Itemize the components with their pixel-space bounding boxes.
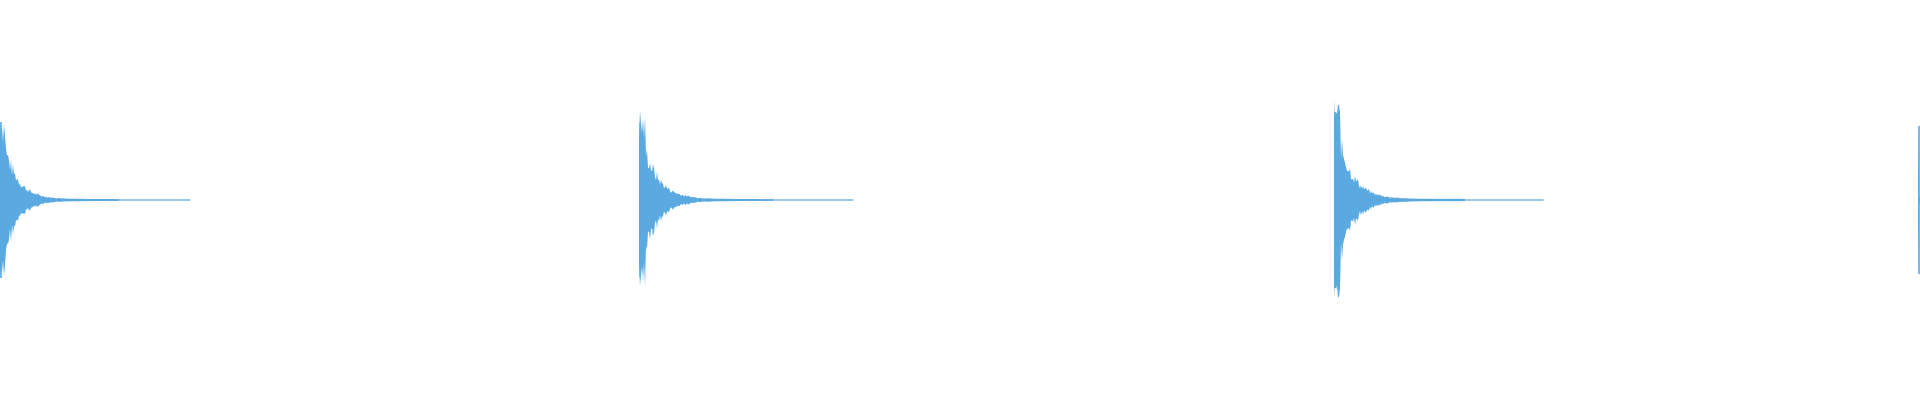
waveform-hits xyxy=(0,100,1920,298)
waveform-hit-3 xyxy=(1334,100,1544,298)
waveform-hit-1 xyxy=(0,122,191,279)
waveform-hit-2 xyxy=(639,110,854,287)
waveform-hit-envelope xyxy=(639,110,773,287)
waveform-hit-envelope xyxy=(1334,100,1465,298)
